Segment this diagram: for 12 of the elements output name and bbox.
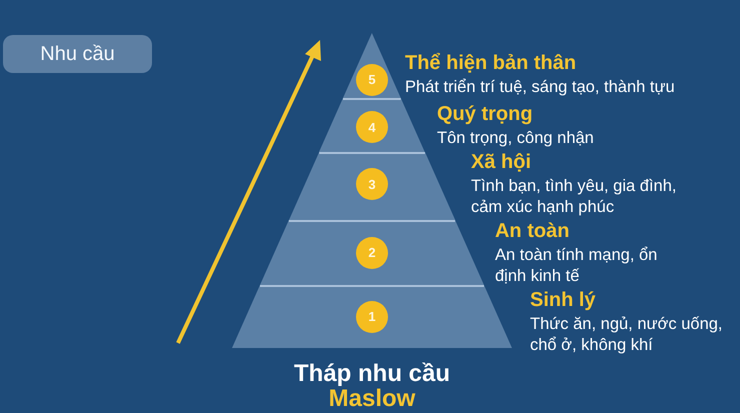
level-heading: Quý trọng xyxy=(436,102,533,126)
level-heading: Thể hiện bản thân xyxy=(404,51,576,75)
category-tag: Nhu cầu xyxy=(3,35,152,73)
level-description: Thức ăn, ngủ, nước uống, chổ ở, không khí xyxy=(530,314,724,356)
level-heading: Xã hội xyxy=(470,150,531,174)
level-description: Tôn trọng, công nhận xyxy=(436,128,594,149)
level-heading: An toàn xyxy=(494,219,570,243)
level-heading: Sinh lý xyxy=(530,288,596,312)
diagram-title: Tháp nhu cầu Maslow xyxy=(293,361,451,411)
level-description: An toàn tính mạng, ổn định kinh tế xyxy=(494,245,658,287)
level-description: Phát triển trí tuệ, sáng tạo, thành tựu xyxy=(404,77,675,98)
level-description: Tình bạn, tình yêu, gia đình, cảm xúc hạnh phúc xyxy=(470,176,678,218)
